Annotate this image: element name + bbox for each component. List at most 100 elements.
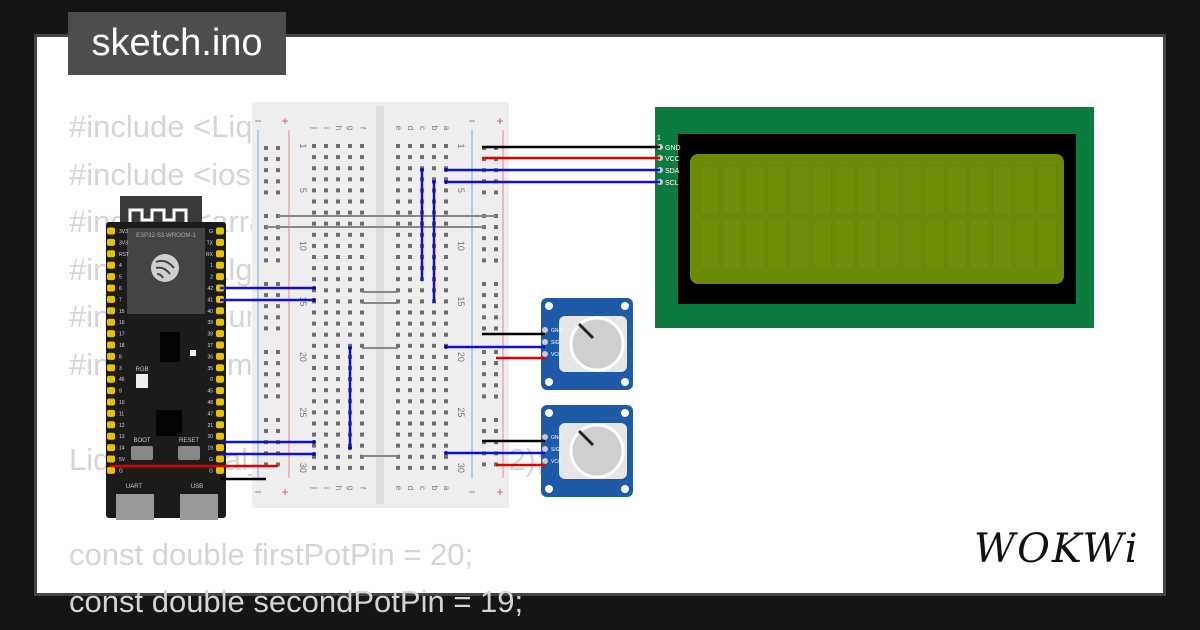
breadboard-hole [408, 332, 412, 337]
breadboard-hole [408, 188, 412, 193]
pin-label-right: 19 [207, 446, 213, 452]
boot-button[interactable] [131, 446, 153, 460]
row-number: 30 [456, 463, 466, 473]
breadboard-hole [432, 443, 436, 448]
pin-left [107, 352, 115, 360]
breadboard-hole [348, 155, 352, 160]
breadboard-hole [324, 188, 328, 193]
rail-hole [276, 168, 280, 173]
pot-pin-label: SIG [551, 447, 560, 453]
lcd-cell [789, 165, 810, 215]
breadboard-hole [324, 388, 328, 393]
breadboard-hole [312, 399, 316, 404]
column-letter: g [346, 486, 355, 490]
breadboard-hole [396, 210, 400, 215]
pin-left [107, 307, 115, 315]
rail-hole [482, 418, 486, 422]
rail-hole [494, 326, 498, 331]
pot-pin [542, 339, 548, 345]
rail-hole [482, 361, 486, 366]
wire-end [312, 286, 316, 290]
pin-label-left: 13 [119, 434, 125, 440]
breadboard-hole [348, 243, 352, 248]
breadboard-hole [324, 321, 328, 326]
breadboard-hole [360, 299, 364, 304]
breadboard-hole [312, 188, 316, 193]
breadboard-hole [312, 288, 316, 293]
rail-hole [494, 372, 498, 377]
reset-button[interactable] [178, 446, 200, 460]
pin-right [216, 227, 224, 235]
breadboard-hole [312, 410, 316, 415]
pin-label-right: 1 [210, 263, 213, 269]
rail-hole [494, 315, 498, 320]
breadboard-hole [360, 443, 364, 448]
breadboard-hole [312, 210, 316, 215]
breadboard-hole [420, 421, 424, 426]
rail-hole [264, 372, 268, 377]
rail-plus-label: + [496, 485, 503, 499]
breadboard-hole [396, 410, 400, 415]
breadboard-hole [324, 288, 328, 293]
breadboard-hole [444, 221, 448, 226]
pin-right [216, 409, 224, 417]
breadboard-hole [324, 410, 328, 415]
breadboard-hole [408, 354, 412, 359]
column-letter: g [346, 126, 355, 130]
breadboard-hole [432, 421, 436, 426]
breadboard-hole [360, 199, 364, 204]
lcd-cell [969, 165, 990, 215]
breadboard-hole [408, 155, 412, 160]
breadboard-hole [396, 343, 400, 348]
breadboard-hole [312, 432, 316, 437]
breadboard-hole [324, 432, 328, 437]
row-number: 20 [456, 352, 466, 362]
breadboard-hole [312, 443, 316, 448]
wire-end [444, 180, 448, 184]
pin-right [216, 398, 224, 406]
breadboard-hole [408, 266, 412, 271]
row-number: 5 [298, 188, 308, 193]
pin-left [107, 375, 115, 383]
rail-hole [494, 418, 498, 422]
row-number: 5 [456, 188, 466, 193]
breadboard-hole [336, 232, 340, 237]
pin-left [107, 238, 115, 246]
wire-end [348, 446, 352, 450]
breadboard-hole [408, 465, 412, 470]
breadboard-hole [324, 255, 328, 259]
rail-hole [494, 258, 498, 263]
pin-label-left: 18 [119, 343, 125, 349]
pin-label-right: 2 [210, 275, 213, 281]
breadboard-hole [324, 232, 328, 237]
breadboard-hole [396, 321, 400, 326]
breadboard-hole [324, 243, 328, 248]
lcd-cell [722, 165, 742, 215]
pin-label-left: 11 [119, 411, 124, 417]
column-letter: d [406, 126, 415, 130]
module-label: ESP32-S3-WROOM-1 [136, 233, 196, 239]
breadboard-hole [324, 166, 328, 171]
breadboard-hole [396, 354, 400, 359]
breadboard-hole [336, 377, 340, 382]
lcd-cell [879, 219, 900, 269]
breadboard-hole [312, 332, 316, 337]
breadboard-hole [432, 321, 436, 326]
pot-mount-hole [621, 485, 629, 493]
breadboard-hole [444, 232, 448, 237]
breadboard-hole [348, 310, 352, 315]
breadboard-hole [324, 332, 328, 337]
uart-label: UART [126, 484, 143, 490]
breadboard-hole [396, 155, 400, 160]
breadboard-hole [444, 243, 448, 248]
breadboard-hole [312, 243, 316, 248]
rgb-led [136, 374, 148, 388]
pin-left [107, 444, 115, 452]
breadboard-hole [336, 177, 340, 182]
breadboard-hole [336, 443, 340, 448]
breadboard-hole [336, 310, 340, 315]
pin-right [216, 352, 224, 360]
